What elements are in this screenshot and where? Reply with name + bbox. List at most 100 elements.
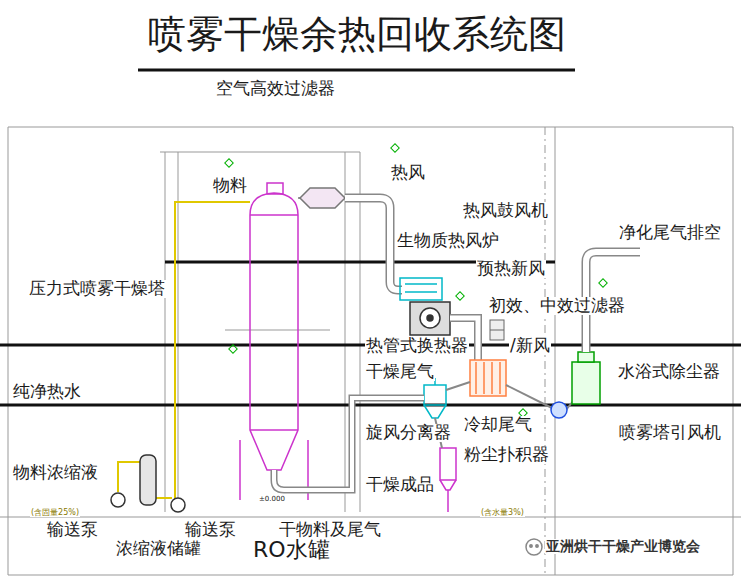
wechat-icon bbox=[526, 539, 542, 555]
hot-air-duct bbox=[345, 198, 402, 290]
air-disperser bbox=[300, 188, 345, 208]
hot-air-blower bbox=[427, 315, 433, 321]
title-underline bbox=[138, 69, 575, 72]
feed-pump bbox=[171, 498, 185, 512]
exhaust-pipe bbox=[506, 385, 552, 408]
dust-collector bbox=[440, 448, 456, 480]
part-name: 干物料及尾气 bbox=[278, 521, 382, 539]
biomass-furnace bbox=[400, 278, 442, 300]
feed-pump bbox=[111, 493, 185, 512]
feed-pump bbox=[111, 493, 125, 507]
part-name: 输送泵 bbox=[184, 521, 237, 539]
part-name: 喷雾塔引风机 bbox=[618, 424, 722, 442]
instrument-marker bbox=[391, 144, 399, 152]
feed-line bbox=[118, 462, 140, 492]
instrument-marker bbox=[229, 345, 237, 353]
heat-pipe-exchanger bbox=[470, 360, 506, 396]
dust-collector bbox=[440, 480, 456, 490]
part-name: 物料 bbox=[212, 177, 248, 195]
heat-pipe-exchanger bbox=[475, 362, 477, 394]
part-name: 预热新风 bbox=[476, 260, 546, 278]
spray-drying-tower bbox=[250, 193, 298, 470]
heat-pipe-exchanger bbox=[491, 362, 493, 394]
building-frame bbox=[8, 575, 733, 576]
hot-air-duct bbox=[345, 198, 402, 290]
biomass-furnace bbox=[405, 291, 437, 293]
concentrate-tank bbox=[140, 455, 156, 505]
watermark: 亚洲烘干干燥产业博览会 bbox=[545, 539, 701, 554]
part-name: 空气高效过滤器 bbox=[215, 80, 336, 98]
heat-pipe-exchanger bbox=[499, 362, 501, 394]
building-frame bbox=[178, 152, 179, 512]
part-name: 物料浓缩液 bbox=[12, 464, 99, 482]
exhaust-pipe bbox=[435, 382, 574, 448]
hot-air-blower bbox=[410, 302, 450, 335]
biomass-furnace bbox=[405, 283, 437, 285]
wechat-icon bbox=[536, 545, 538, 547]
dust-collector bbox=[440, 448, 456, 512]
water-bath-scrubber bbox=[578, 352, 594, 362]
wechat-icon bbox=[530, 545, 532, 547]
air-disperser bbox=[298, 188, 345, 208]
part-name: 热管式换热器 bbox=[365, 337, 469, 355]
instrument-marker bbox=[225, 159, 233, 167]
cyclone-separator bbox=[424, 385, 446, 405]
primary-filter bbox=[490, 320, 504, 340]
part-name: 生物质热风炉 bbox=[396, 232, 500, 250]
part-name: 干燥尾气 bbox=[365, 363, 435, 381]
cyclone-separator bbox=[424, 405, 446, 418]
part-name: 热风 bbox=[390, 164, 426, 182]
building-frame bbox=[345, 152, 346, 512]
instrument-marker bbox=[599, 279, 607, 287]
primary-filter bbox=[490, 330, 504, 331]
part-name: 初效、中效过滤器 bbox=[488, 297, 626, 315]
exhaust-pipe bbox=[446, 382, 470, 390]
spray-drying-tower bbox=[250, 214, 298, 216]
part-name: 热风鼓风机 bbox=[462, 202, 549, 220]
note-text: (含水量3%) bbox=[480, 509, 525, 517]
building-frame bbox=[733, 127, 734, 575]
part-name: 输送泵 bbox=[46, 521, 99, 539]
cyclone-separator bbox=[424, 378, 446, 418]
dust-collector bbox=[447, 490, 449, 512]
wechat-icon bbox=[526, 539, 542, 555]
building-frame bbox=[165, 152, 166, 512]
spray-drying-tower bbox=[250, 429, 298, 431]
part-name: 纯净热水 bbox=[12, 383, 82, 401]
elevation-mark: ±0.000 bbox=[258, 496, 286, 503]
part-name: /新风 bbox=[509, 337, 551, 355]
hot-air-duct bbox=[345, 198, 402, 290]
part-name: 净化尾气排空 bbox=[618, 224, 722, 242]
spray-drying-tower bbox=[239, 440, 241, 500]
heat-pipe-exchanger bbox=[483, 362, 485, 394]
building-frame bbox=[8, 127, 9, 575]
building-frame bbox=[555, 127, 556, 575]
building-frame bbox=[0, 127, 741, 575]
building-frame bbox=[8, 127, 733, 128]
part-name: 压力式喷雾干燥塔 bbox=[28, 280, 166, 298]
hot-air-blower bbox=[420, 308, 440, 328]
feed-line bbox=[118, 202, 250, 505]
building-frame bbox=[160, 152, 360, 153]
building-frame bbox=[360, 152, 361, 512]
water-bath-scrubber bbox=[572, 352, 600, 404]
feed-line bbox=[175, 202, 250, 505]
hot-air-blower bbox=[410, 302, 450, 335]
induced-draft-fan bbox=[551, 402, 567, 418]
heat-pipe-exchanger bbox=[470, 360, 506, 396]
spray-drying-tower bbox=[240, 183, 308, 500]
air-disperser bbox=[298, 197, 300, 199]
building-frame bbox=[225, 330, 330, 331]
floor-line bbox=[0, 262, 741, 405]
floor-line bbox=[0, 404, 741, 407]
diagram-title: 喷雾干燥余热回收系统图 bbox=[148, 14, 566, 56]
water-bath-scrubber bbox=[572, 362, 600, 404]
title-underline bbox=[138, 70, 575, 71]
instrument-marker bbox=[456, 292, 464, 300]
building-frame bbox=[0, 517, 741, 518]
note-text: (含固量25%) bbox=[30, 509, 80, 517]
part-name: 干燥成品 bbox=[365, 476, 435, 494]
part-name: 旋风分离器 bbox=[365, 424, 452, 442]
biomass-furnace bbox=[400, 278, 442, 300]
